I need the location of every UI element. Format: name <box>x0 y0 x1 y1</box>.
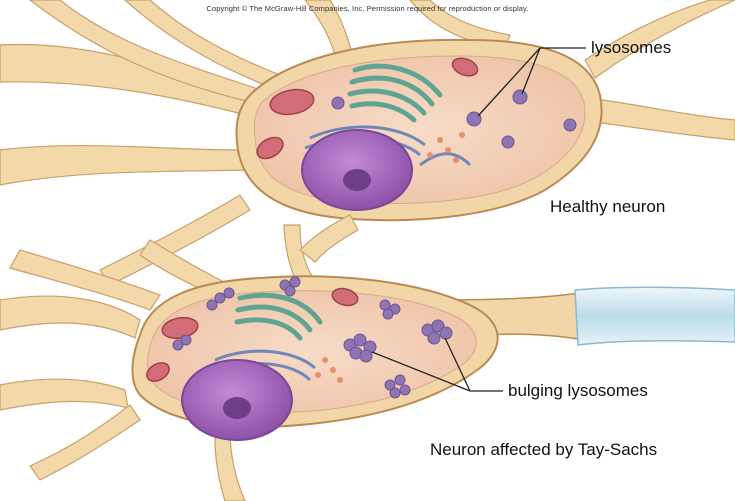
healthy-neuron-label: Healthy neuron <box>550 197 665 217</box>
lysosomes-label: lysosomes <box>591 38 671 58</box>
affected-nucleolus <box>223 397 251 419</box>
copyright-notice: Copyright © The McGraw-Hill Companies, I… <box>0 4 735 13</box>
healthy-nucleolus <box>343 169 371 191</box>
affected-neuron-label: Neuron affected by Tay-Sachs <box>430 440 657 460</box>
bulging-lysosomes-label: bulging lysosomes <box>508 381 648 401</box>
axon-myelin-sheath <box>575 287 735 345</box>
